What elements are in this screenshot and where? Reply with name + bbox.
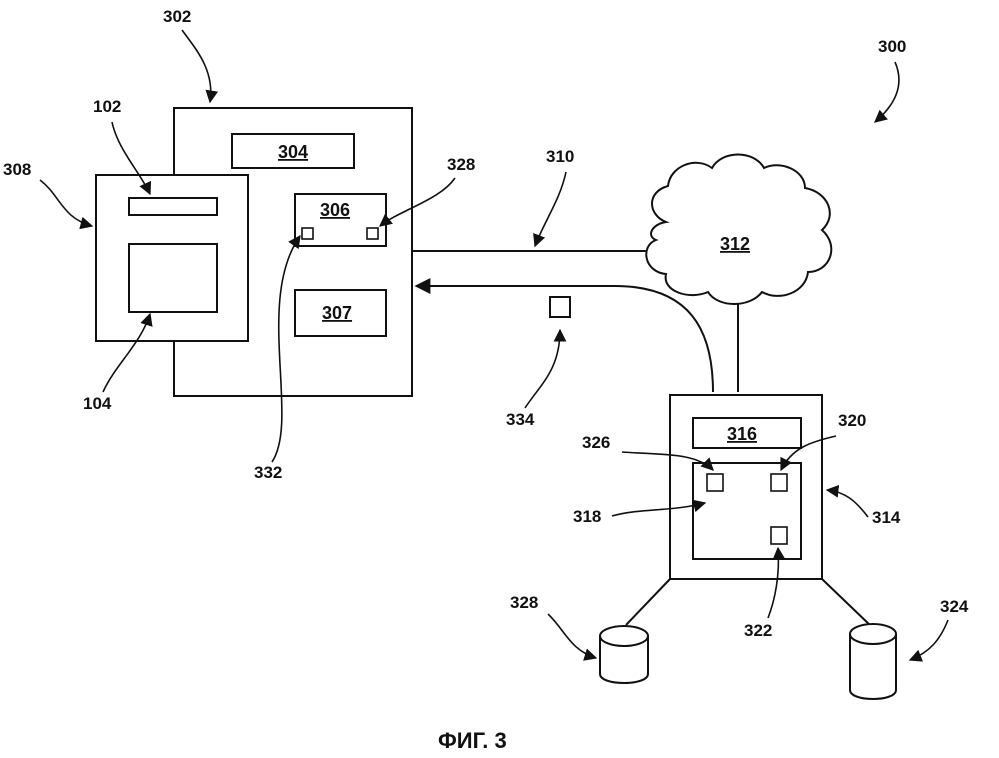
message-leader <box>525 330 560 408</box>
element-320-leader <box>781 436 836 470</box>
element-328-leader <box>380 178 455 226</box>
message-ref: 334 <box>506 410 535 429</box>
system-ref-leader <box>875 62 899 122</box>
message-square <box>550 297 570 317</box>
box-304-label: 304 <box>278 142 308 162</box>
display-device-box <box>96 175 248 341</box>
element-320-ref: 320 <box>838 411 866 430</box>
link-ref: 310 <box>546 147 574 166</box>
element-326-ref: 326 <box>582 433 610 452</box>
db-left-line <box>626 579 670 625</box>
network-cloud-icon <box>646 155 831 305</box>
client-device-leader <box>182 30 211 102</box>
system-ref-label: 300 <box>878 37 906 56</box>
screen-ref: 104 <box>83 394 112 413</box>
element-332-leader <box>272 236 300 462</box>
link-leader <box>535 172 566 246</box>
element-326-leader <box>622 452 713 470</box>
client-device-ref: 302 <box>163 7 191 26</box>
database-right-icon <box>850 624 896 699</box>
element-332-ref: 332 <box>254 463 282 482</box>
element-332-square <box>302 228 313 239</box>
box-316-label: 316 <box>727 424 757 444</box>
element-326-square <box>707 474 723 491</box>
network-label: 312 <box>720 234 750 254</box>
display-device-leader <box>40 180 92 226</box>
link-return-line <box>416 286 713 392</box>
database-right-leader <box>910 620 948 660</box>
element-328-square <box>367 228 378 239</box>
box-306-label: 306 <box>320 200 350 220</box>
element-320-square <box>771 474 787 491</box>
figure-caption: ФИГ. 3 <box>438 728 507 753</box>
box-318-ref: 318 <box>573 507 601 526</box>
server-ref: 314 <box>872 508 901 527</box>
box-318-leader <box>612 503 705 516</box>
database-left-icon <box>600 626 648 683</box>
db-right-line <box>822 579 872 627</box>
box-307-label: 307 <box>322 303 352 323</box>
database-left-ref: 328 <box>510 593 538 612</box>
element-328-ref: 328 <box>447 155 475 174</box>
database-right-ref: 324 <box>940 597 969 616</box>
display-device-ref: 308 <box>3 160 31 179</box>
element-322-ref: 322 <box>744 621 772 640</box>
server-leader <box>827 490 868 517</box>
top-bar-ref: 102 <box>93 97 121 116</box>
database-left-leader <box>548 614 596 658</box>
element-322-square <box>771 527 787 544</box>
